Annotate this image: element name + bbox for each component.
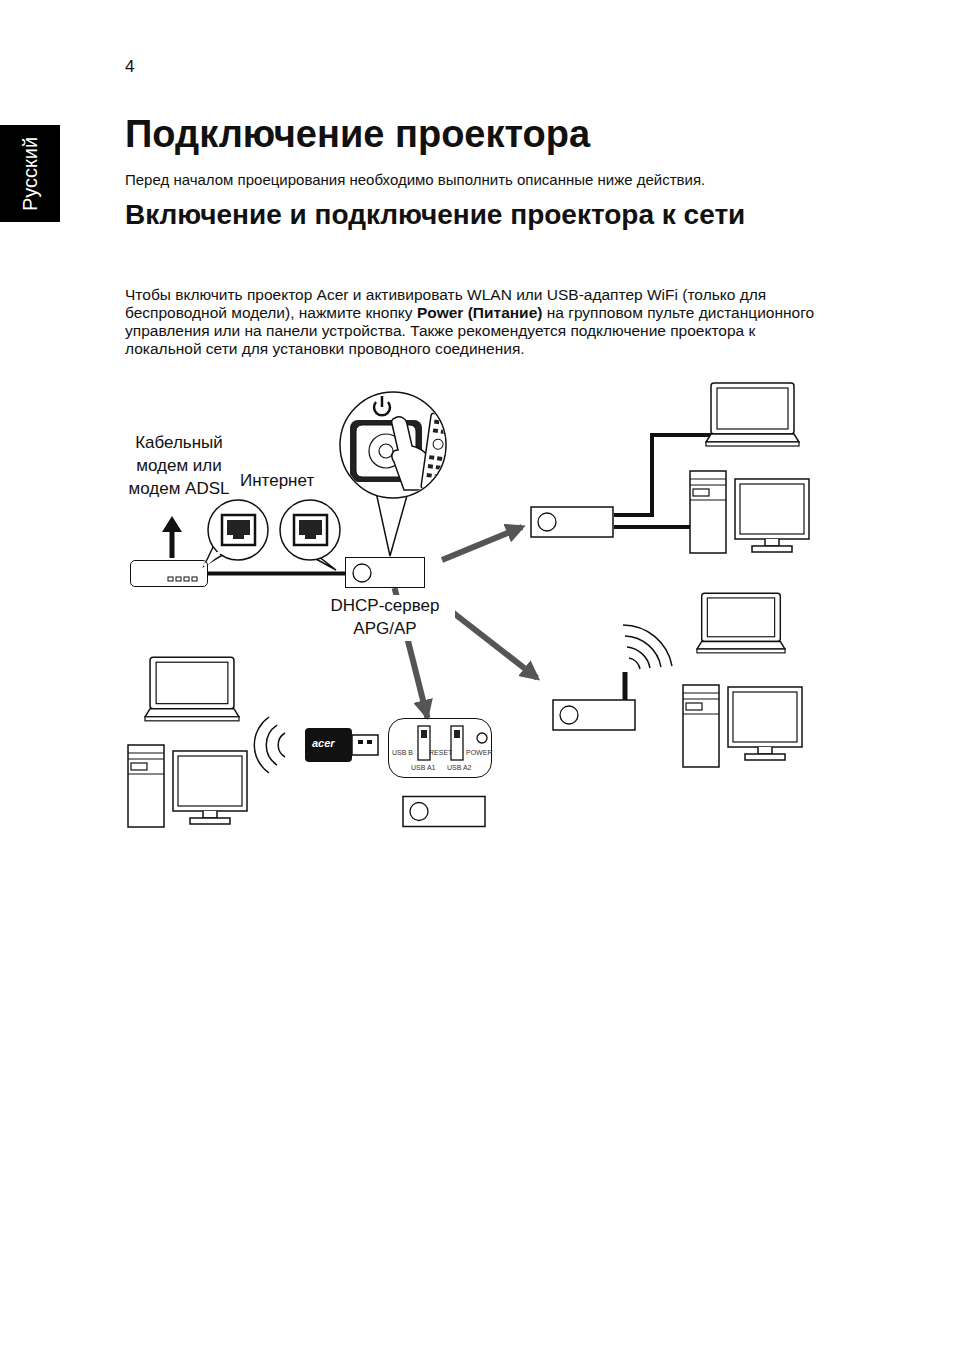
section-heading: Включение и подключение проектора к сети <box>125 197 805 233</box>
modem-box: Кабельный модем или модем ADSL <box>130 560 208 587</box>
port-label: USB A2 <box>447 764 472 771</box>
bold-term: Power (Питание) <box>417 304 543 321</box>
page-number: 4 <box>125 57 134 77</box>
brand-logo: acer <box>312 737 335 749</box>
port-label: USB B <box>392 749 413 756</box>
paragraph: Чтобы включить проектор Acer и активиров… <box>125 286 815 358</box>
language-tab: Русский <box>0 125 60 222</box>
intro-text: Перед началом проецирования необходимо в… <box>125 171 825 188</box>
node-label: Кабельный модем или модем ADSL <box>121 432 237 501</box>
network-cable <box>208 572 345 576</box>
port-label: POWER <box>466 749 492 756</box>
projector-box: DHCP-сервер APG/AP <box>345 557 425 588</box>
port-label: RESET <box>429 749 452 756</box>
node-label: DHCP-сервер APG/AP <box>315 595 455 641</box>
internet-label: Интернет <box>240 471 314 491</box>
node-label: Русский <box>19 136 42 210</box>
port-label: USB A1 <box>411 764 436 771</box>
page-title: Подключение проектора <box>125 113 590 156</box>
usb-panel: USB B RESET POWER USB A1 USB A2 <box>388 718 492 778</box>
